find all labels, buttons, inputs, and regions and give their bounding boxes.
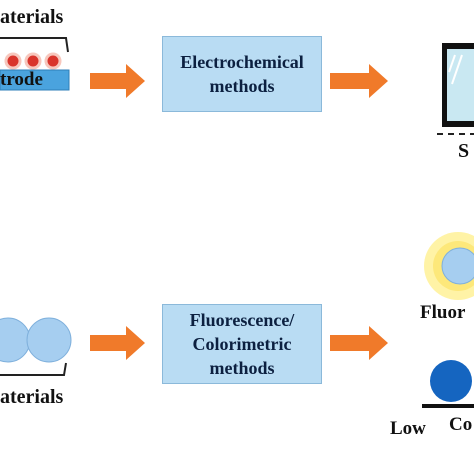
box-line-1: Fluorescence/: [189, 310, 295, 330]
fluorescence-colorimetric-methods-box: Fluorescence/ Colorimetric methods: [162, 304, 322, 384]
right-arrow-icon: [90, 326, 145, 360]
electrode: [0, 69, 70, 91]
box-line-1: Electrochemical: [180, 52, 304, 72]
right-arrow-icon: [330, 326, 388, 360]
electrochemical-methods-box: Electrochemical methods: [162, 36, 322, 112]
fluorescence-label: Fluor: [420, 302, 466, 323]
nanoparticle: [44, 52, 62, 70]
monitor-icon: [442, 43, 474, 127]
right-arrow-icon: [90, 64, 145, 98]
bottom-materials-label: aterials: [0, 386, 64, 408]
box-line-2: methods: [209, 76, 275, 96]
top-materials-bracket: [0, 37, 69, 53]
fluorescent-particle: [441, 247, 474, 285]
top-materials-label: aterials: [0, 6, 64, 28]
colorimetric-dot: [430, 360, 472, 402]
low-label: Low: [390, 418, 426, 439]
bottom-materials-bracket: [0, 362, 67, 376]
box-line-3: methods: [209, 358, 275, 378]
nanomaterial-circle: [26, 317, 72, 363]
concentration-label: Co: [449, 414, 473, 435]
nanomaterial-circle: [0, 317, 31, 363]
nanoparticle: [4, 52, 22, 70]
nanoparticle: [24, 52, 42, 70]
box-line-2: Colorimetric: [192, 334, 292, 354]
signal-label: S: [458, 140, 470, 162]
electrode-label: trode: [0, 69, 43, 90]
right-arrow-icon: [330, 64, 388, 98]
